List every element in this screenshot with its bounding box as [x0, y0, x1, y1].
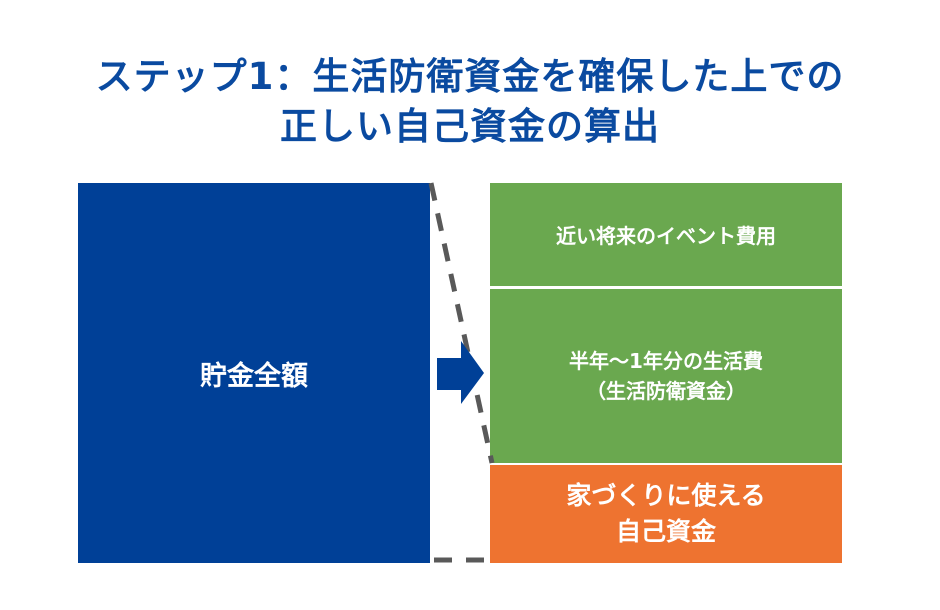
segment-label-line-2: （生活防衛資金） — [586, 379, 746, 403]
title-line-2: 正しい自己資金の算出 — [280, 105, 660, 148]
total-savings-box: 貯金全額 — [78, 183, 430, 563]
total-savings-label: 貯金全額 — [200, 360, 308, 392]
dashed-connector-lines — [428, 182, 495, 563]
title-line-1: ステップ1：生活防衛資金を確保した上での — [95, 55, 845, 98]
segment-label-line-2: 自己資金 — [615, 517, 716, 546]
near-future-event-costs-box: 近い将来のイベント費用 — [490, 183, 842, 286]
segment-label: 近い将来のイベント費用 — [556, 224, 776, 248]
segment-label-line-1: 半年～1年分の生活費 — [569, 349, 763, 373]
emergency-fund-box: 半年～1年分の生活費 （生活防衛資金） — [490, 289, 842, 463]
segment-label-line-1: 家づくりに使える — [566, 481, 766, 510]
page-title: ステップ1：生活防衛資金を確保した上での 正しい自己資金の算出 — [0, 52, 940, 152]
right-arrow-icon — [437, 341, 484, 404]
usable-own-funds-box: 家づくりに使える 自己資金 — [490, 465, 842, 563]
